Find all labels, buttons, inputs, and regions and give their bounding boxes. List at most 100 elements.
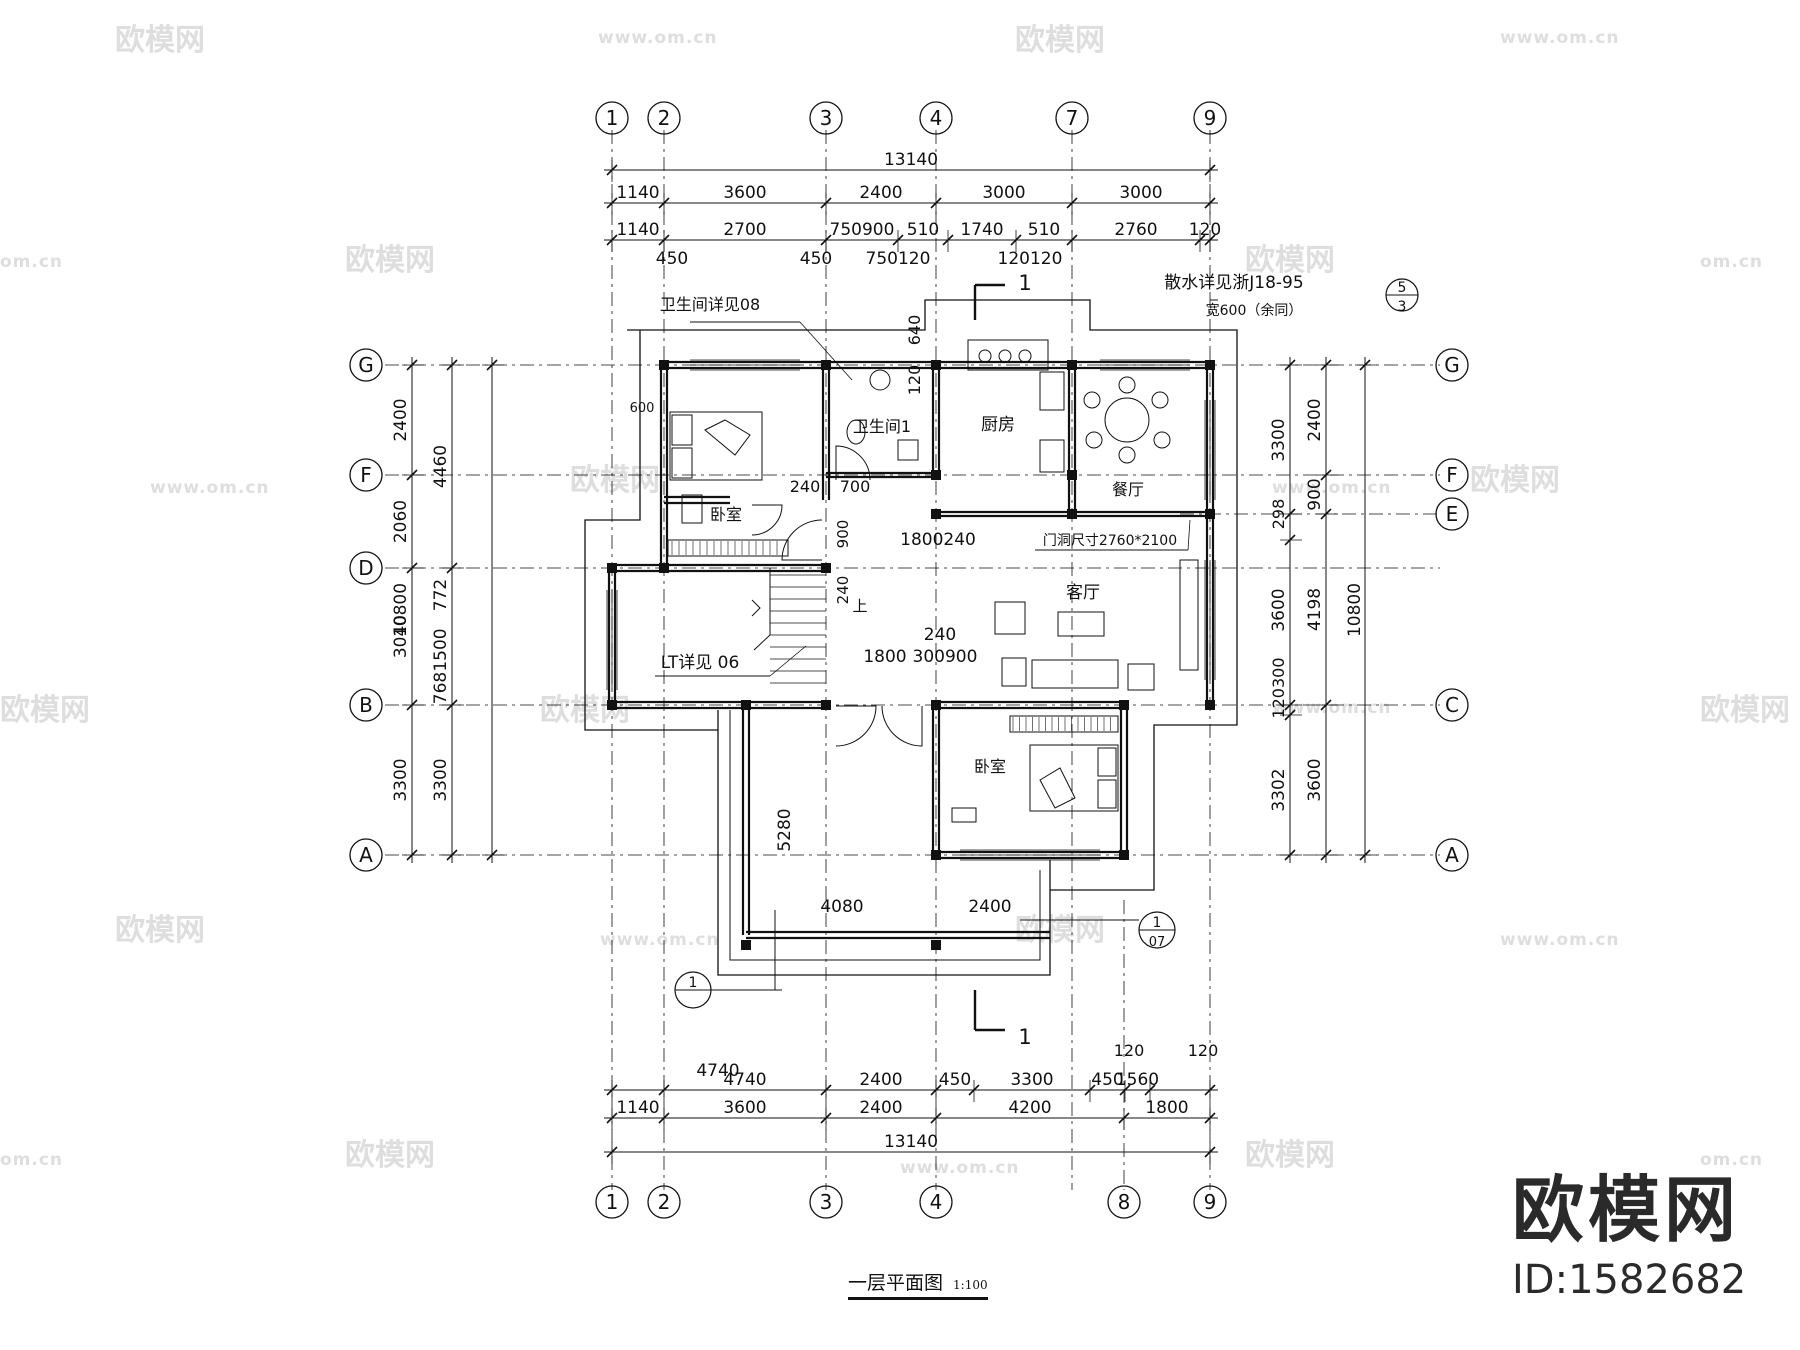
column <box>931 940 941 950</box>
dining-chair <box>1118 446 1136 464</box>
dim-label: 4740 <box>696 1061 739 1081</box>
axis-label: G <box>358 353 374 377</box>
burner <box>998 349 1012 363</box>
dim-label: 1800240 <box>900 530 976 550</box>
eaves-outline <box>627 299 1238 705</box>
stair-arrow <box>751 599 761 617</box>
dim-label: 2400 <box>391 398 411 441</box>
dim-label: 1800 <box>1145 1098 1188 1118</box>
dim-label: 1800 <box>863 647 906 667</box>
dim-label: 3302 <box>1269 768 1289 811</box>
axis-bubble <box>349 348 383 382</box>
pillow <box>1097 779 1117 809</box>
dining-chair <box>1153 431 1171 449</box>
dim-label: 2400 <box>859 1070 902 1090</box>
dim-label: 120300 <box>1269 657 1288 718</box>
coffee-table <box>1057 611 1105 637</box>
room-name-bathroom: 卫生间1 <box>853 417 911 436</box>
dim-label: 900 <box>834 520 852 549</box>
column <box>931 700 941 710</box>
dim-label: 600 <box>630 401 655 416</box>
eaves-outline <box>717 710 1051 976</box>
watermark-brand: 欧模网 <box>1700 693 1790 728</box>
axis-bubble <box>1435 348 1469 382</box>
drain-detail-note: 散水详见浙J18-95 <box>1164 273 1303 293</box>
dim-label: 4198 <box>1305 588 1325 631</box>
pillow <box>671 414 693 446</box>
axis-label: 3 <box>820 106 833 130</box>
grid-lines <box>385 130 1440 1190</box>
dim-label: 1140 <box>616 1098 659 1118</box>
dim-label: 3000 <box>1119 183 1162 203</box>
dim-label: 300900 <box>913 647 978 667</box>
room-name-kitchen: 厨房 <box>981 415 1015 435</box>
dim-label: 4200 <box>1008 1098 1051 1118</box>
axis-label: E <box>1446 502 1459 526</box>
axis-bubble <box>1435 688 1469 722</box>
watermark-brand: 欧模网 <box>1015 23 1105 58</box>
column <box>931 850 941 860</box>
dim-label: 772 <box>431 579 451 611</box>
column <box>659 563 669 573</box>
dim-label: 120 <box>1189 220 1221 240</box>
dim-label: 3040 <box>391 615 411 658</box>
watermark-brand: 欧模网 <box>115 913 205 948</box>
dim-label: 10800 <box>1345 583 1365 637</box>
column <box>1119 850 1129 860</box>
dim-label: 2400 <box>1305 398 1325 441</box>
armchair <box>994 601 1026 635</box>
column <box>1205 700 1215 710</box>
dining-chair <box>1085 431 1103 449</box>
axis-label: B <box>359 693 373 717</box>
watermark-brand: 欧模网 <box>0 693 90 728</box>
sink <box>1039 371 1065 411</box>
dim-label: 450 <box>800 249 832 269</box>
watermark-url: www.om.cn <box>1272 478 1392 498</box>
door-swing <box>835 705 877 747</box>
column <box>1205 360 1215 370</box>
room-name-dining: 餐厅 <box>1112 480 1144 499</box>
sofa <box>1031 659 1119 689</box>
bed <box>669 411 763 481</box>
detail-note-bathroom: 卫生间详见08 <box>660 295 760 314</box>
detail-index-label: 1 <box>689 975 698 991</box>
dim-label: 120 <box>1114 1041 1145 1060</box>
wardrobe <box>1009 715 1119 733</box>
column <box>821 700 831 710</box>
detail-index-label: 07 <box>1149 935 1166 950</box>
column <box>1067 470 1077 480</box>
desk-chair <box>681 494 703 524</box>
column <box>741 940 751 950</box>
axis-label: 4 <box>930 1190 943 1214</box>
column <box>931 509 941 519</box>
dim-label: 13140 <box>884 150 938 170</box>
dim-label: 120 <box>1188 1041 1219 1060</box>
axis-bubble <box>349 688 383 722</box>
axis-bubble <box>1435 458 1469 492</box>
range-hood <box>967 339 1049 371</box>
axis-label: 9 <box>1204 106 1217 130</box>
column <box>931 360 941 370</box>
toilet <box>846 419 866 445</box>
axis-label: A <box>359 843 373 867</box>
floor-drain <box>897 439 919 461</box>
stair-rail <box>753 634 771 651</box>
watermark-brand: 欧模网 <box>345 243 435 278</box>
dim-label: 2400 <box>859 1098 902 1118</box>
dim-label: 2760 <box>1114 220 1157 240</box>
dim-label: 1140 <box>616 220 659 240</box>
detail-note-stair: LT详见 06 <box>661 653 740 673</box>
column <box>821 360 831 370</box>
dim-label: 2700 <box>723 220 766 240</box>
axis-label: G <box>1444 353 1460 377</box>
dim-label: 240 <box>790 477 821 496</box>
dim-label: 700 <box>840 477 871 496</box>
dining-chair <box>1151 391 1169 409</box>
axis-label: D <box>358 556 373 580</box>
detail-index-label: 1 <box>1153 915 1162 931</box>
dim-label: 1560 <box>1116 1070 1159 1090</box>
column <box>1205 509 1215 519</box>
dim-label: 3600 <box>723 1098 766 1118</box>
dining-chair <box>1118 376 1136 394</box>
